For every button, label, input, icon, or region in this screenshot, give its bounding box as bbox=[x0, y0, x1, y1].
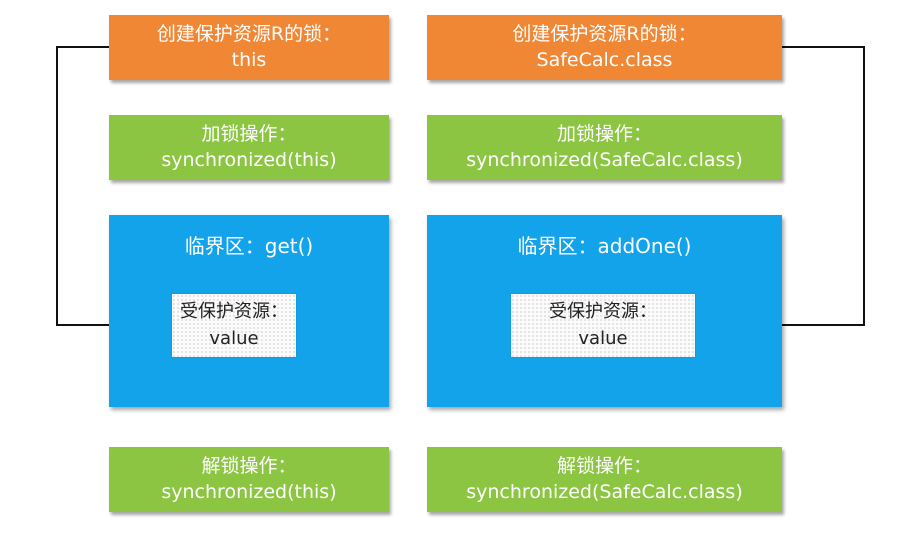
left-acquire-label: 加锁操作： bbox=[201, 122, 297, 145]
right-release-value: synchronized(SafeCalc.class) bbox=[466, 480, 743, 503]
right-release-label: 解锁操作： bbox=[556, 454, 652, 477]
right-resource-value: value bbox=[578, 327, 628, 349]
left-lock-label: 创建保护资源R的锁： bbox=[156, 22, 342, 45]
left-acquire-value: synchronized(this) bbox=[161, 148, 337, 171]
right-acquire-value: synchronized(SafeCalc.class) bbox=[466, 148, 743, 171]
left-lock-value: this bbox=[231, 48, 267, 71]
right-critical-section: 临界区：addOne() 受保护资源： value bbox=[427, 215, 782, 407]
left-release-label: 解锁操作： bbox=[201, 454, 297, 477]
right-lock-box: 创建保护资源R的锁： SafeCalc.class bbox=[427, 15, 782, 80]
right-resource-label: 受保护资源： bbox=[549, 301, 657, 323]
right-acquire-label: 加锁操作： bbox=[556, 122, 652, 145]
left-lock-box: 创建保护资源R的锁： this bbox=[109, 15, 389, 80]
right-critical-section-title: 临界区：addOne() bbox=[517, 234, 692, 258]
left-resource-label: 受保护资源： bbox=[180, 301, 288, 323]
right-protected-resource: 受保护资源： value bbox=[511, 294, 695, 357]
left-release-box: 解锁操作： synchronized(this) bbox=[109, 447, 389, 512]
right-lock-value: SafeCalc.class bbox=[536, 48, 673, 71]
right-release-box: 解锁操作： synchronized(SafeCalc.class) bbox=[427, 447, 782, 512]
right-lock-label: 创建保护资源R的锁： bbox=[512, 22, 697, 45]
left-protected-resource: 受保护资源： value bbox=[172, 294, 296, 357]
left-critical-section-title: 临界区：get() bbox=[184, 234, 314, 258]
right-acquire-box: 加锁操作： synchronized(SafeCalc.class) bbox=[427, 115, 782, 180]
left-release-value: synchronized(this) bbox=[161, 480, 337, 503]
left-critical-section: 临界区：get() 受保护资源： value bbox=[109, 215, 389, 407]
left-acquire-box: 加锁操作： synchronized(this) bbox=[109, 115, 389, 180]
left-resource-value: value bbox=[209, 327, 259, 349]
